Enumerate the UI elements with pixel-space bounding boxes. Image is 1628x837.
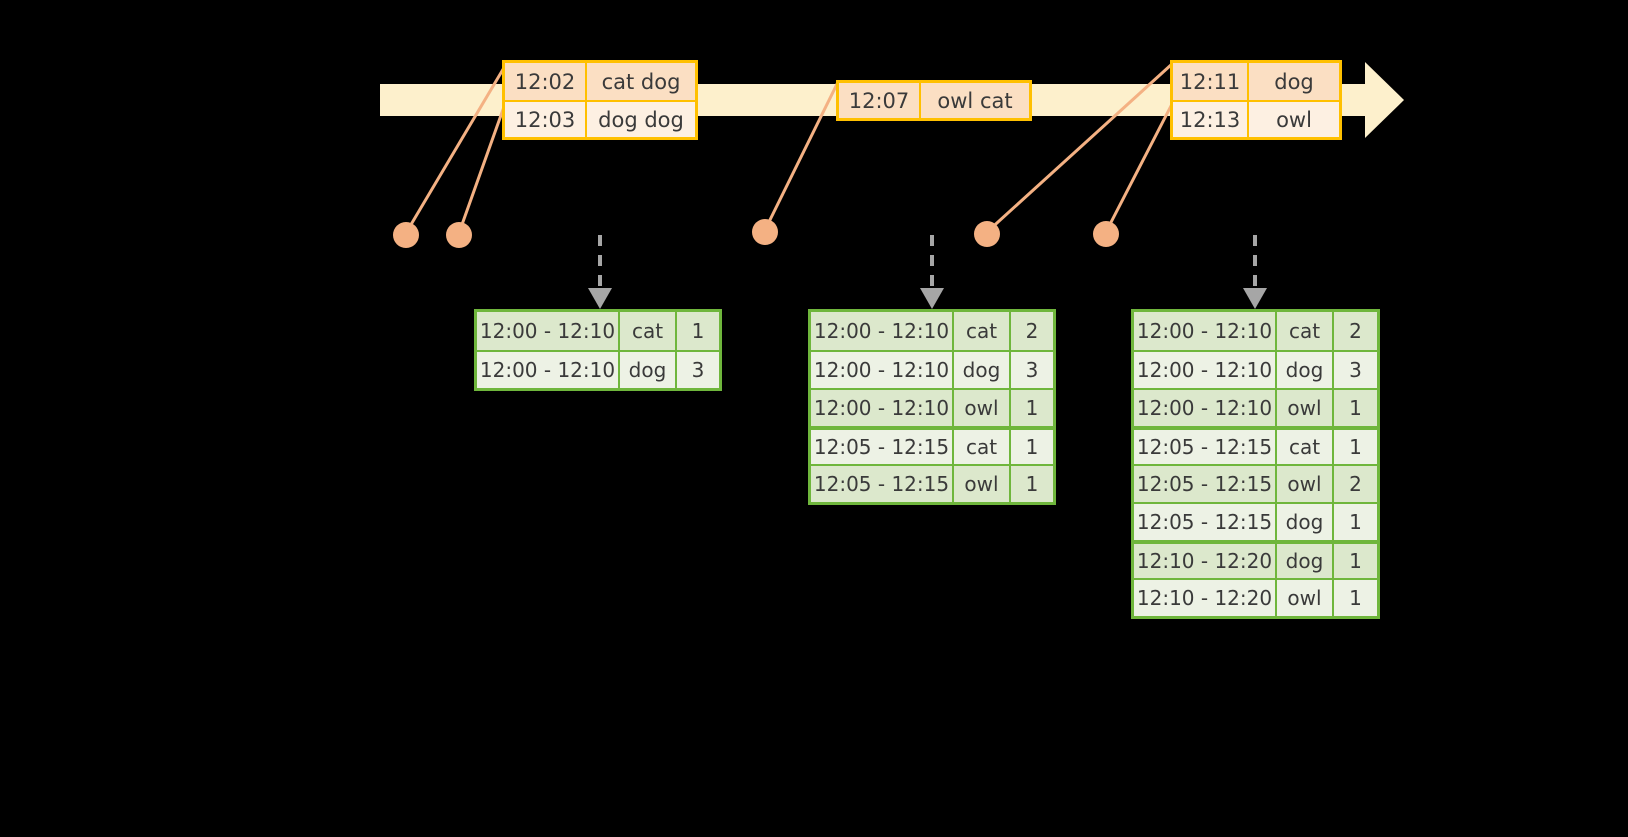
flow-arrow-1: [588, 235, 612, 309]
flow-arrows: [588, 235, 1267, 309]
cell-window: 12:00 - 12:10: [477, 352, 620, 388]
event-words: owl cat: [937, 88, 1013, 113]
event-group-2[interactable]: 12:07 owl cat: [836, 80, 1032, 121]
event-time: 12:11: [1173, 63, 1249, 100]
event-row[interactable]: 12:02 cat dog: [505, 63, 695, 100]
marker-3: [752, 219, 778, 245]
event-markers: [393, 219, 1119, 248]
event-group-3[interactable]: 12:11 dog 12:13 owl: [1170, 60, 1342, 140]
cell-word: owl: [1277, 580, 1334, 616]
cell-window: 12:00 - 12:10: [811, 390, 954, 426]
event-time: 12:13: [1173, 102, 1249, 137]
event-row[interactable]: 12:11 dog: [1173, 63, 1339, 100]
cell-count: 2: [1349, 319, 1362, 343]
event-time: 12:03: [505, 102, 587, 137]
cell-word: cat: [1277, 430, 1334, 464]
cell-count: 2: [1025, 319, 1039, 343]
cell-window: 12:00 - 12:10: [811, 352, 954, 388]
flow-arrow-2: [920, 235, 944, 309]
event-time: 12:07: [839, 83, 921, 118]
cell-count: 1: [1349, 510, 1362, 534]
cell-window: 12:00 - 12:10: [477, 312, 620, 350]
cell-window: 12:05 - 12:15: [811, 466, 954, 502]
cell-word: owl: [954, 390, 1011, 426]
cell-word: owl: [1277, 466, 1334, 502]
cell-word: owl: [954, 466, 1011, 502]
cell-word: dog: [620, 352, 677, 388]
cell-window: 12:05 - 12:15: [811, 430, 954, 464]
cell-word: cat: [1277, 312, 1334, 350]
cell-count: 1: [1025, 396, 1039, 420]
cell-count: 1: [1349, 396, 1362, 420]
cell-window: 12:05 - 12:15: [1134, 504, 1277, 540]
event-words: dog dog: [598, 107, 684, 132]
cell-count: 1: [691, 319, 705, 343]
cell-word: dog: [1277, 352, 1334, 388]
event-group-1[interactable]: 12:02 cat dog 12:03 dog dog: [502, 60, 698, 140]
flow-arrow-3: [1243, 235, 1267, 309]
cell-word: cat: [954, 312, 1011, 350]
cell-window: 12:00 - 12:10: [1134, 390, 1277, 426]
cell-window: 12:10 - 12:20: [1134, 544, 1277, 578]
event-row[interactable]: 12:13 owl: [1173, 100, 1339, 137]
event-words: dog: [1274, 69, 1314, 94]
marker-5: [1093, 221, 1119, 247]
cell-count: 3: [1349, 358, 1362, 382]
cell-count: 1: [1349, 435, 1362, 459]
cell-window: 12:05 - 12:15: [1134, 430, 1277, 464]
cell-word: dog: [1277, 504, 1334, 540]
event-words: cat dog: [601, 69, 681, 94]
cell-count: 1: [1025, 472, 1039, 496]
marker-4: [974, 221, 1000, 247]
cell-word: cat: [620, 312, 677, 350]
cell-count: 2: [1349, 472, 1362, 496]
cell-word: dog: [1277, 544, 1334, 578]
cell-count: 1: [1025, 435, 1039, 459]
event-words: owl: [1276, 107, 1312, 132]
cell-word: dog: [954, 352, 1011, 388]
cell-word: cat: [954, 430, 1011, 464]
cell-window: 12:05 - 12:15: [1134, 466, 1277, 502]
cell-window: 12:10 - 12:20: [1134, 580, 1277, 616]
event-time: 12:02: [505, 63, 587, 100]
cell-window: 12:00 - 12:10: [811, 312, 954, 350]
cell-window: 12:00 - 12:10: [1134, 352, 1277, 388]
cell-count: 3: [1025, 358, 1039, 382]
cell-window: 12:00 - 12:10: [1134, 312, 1277, 350]
event-row[interactable]: 12:03 dog dog: [505, 100, 695, 137]
cell-count: 3: [691, 358, 705, 382]
marker-2: [446, 222, 472, 248]
cell-word: owl: [1277, 390, 1334, 426]
event-row[interactable]: 12:07 owl cat: [839, 83, 1029, 118]
cell-count: 1: [1349, 586, 1362, 610]
cell-count: 1: [1349, 549, 1362, 573]
marker-1: [393, 222, 419, 248]
